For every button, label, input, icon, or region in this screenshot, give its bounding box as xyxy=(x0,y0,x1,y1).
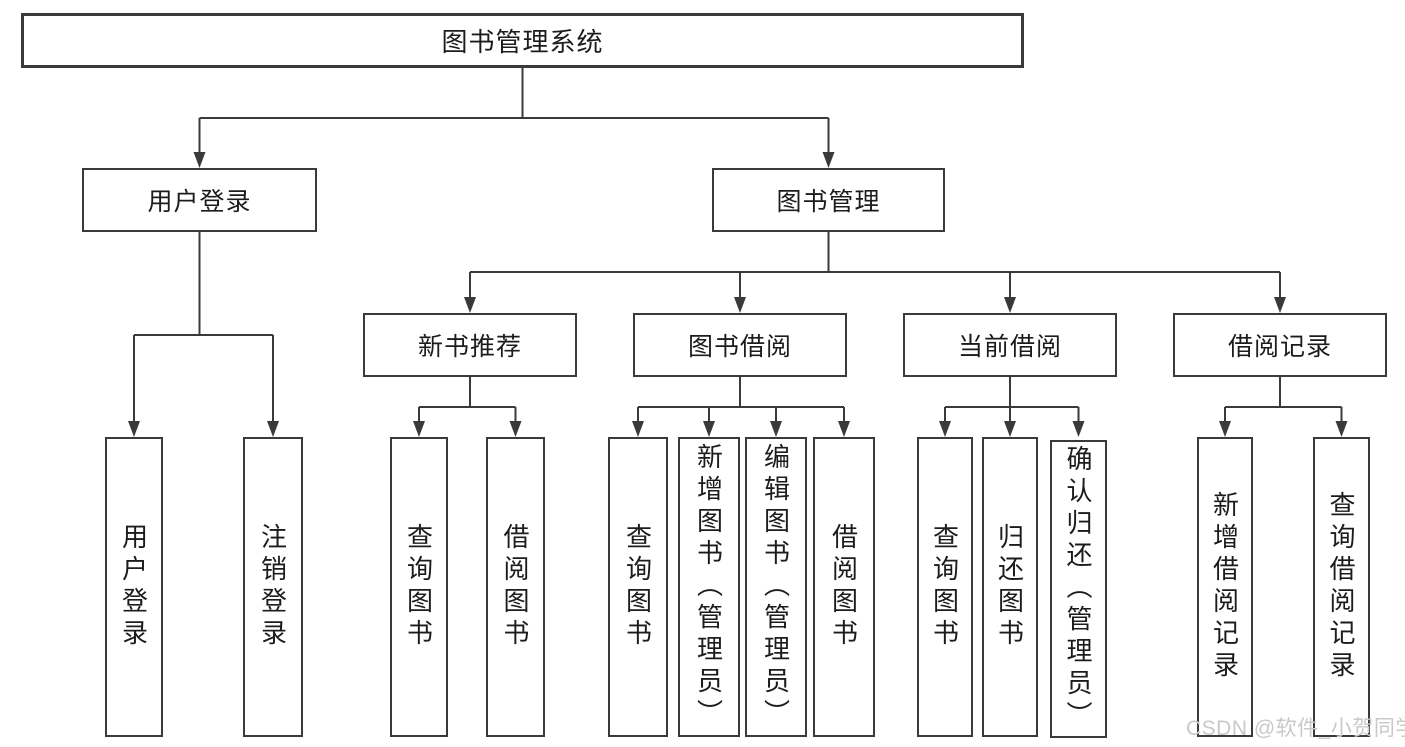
connector-newbook-to-leaves xyxy=(418,377,517,425)
node-user-login: 用户登录 xyxy=(82,168,317,232)
node-current-borrowing: 当前借阅 xyxy=(903,313,1117,377)
connector-bookmgmt-to-level3 xyxy=(469,232,1281,301)
arrowhead-icon xyxy=(1072,421,1085,437)
leaf-borrow-books-recommend: 借阅图书 xyxy=(486,437,545,737)
arrowhead-icon xyxy=(838,421,850,437)
leaf-return-books: 归还图书 xyxy=(982,437,1038,737)
node-library-management-system: 图书管理系统 xyxy=(21,13,1024,68)
arrowhead-icon xyxy=(1219,421,1231,437)
leaf-query-books-current: 查询图书 xyxy=(917,437,973,737)
arrowhead-icon xyxy=(128,421,140,437)
leaf-query-books-borrowing: 查询图书 xyxy=(608,437,668,737)
connector-userlogin-to-leaves xyxy=(133,232,274,425)
leaf-confirm-return-admin: 确认归还（管理员） xyxy=(1050,440,1107,738)
leaf-user-login: 用户登录 xyxy=(105,437,163,737)
connector-current-to-leaves xyxy=(944,377,1080,425)
connector-records-to-leaves xyxy=(1224,377,1343,425)
arrowhead-icon xyxy=(770,421,782,437)
leaf-query-books-recommend: 查询图书 xyxy=(390,437,448,737)
leaf-edit-books-admin: 编辑图书（管理员） xyxy=(745,437,807,737)
node-book-management: 图书管理 xyxy=(712,168,945,232)
connector-borrowing-to-leaves xyxy=(637,377,845,425)
arrowhead-icon xyxy=(464,297,476,313)
arrowhead-icon xyxy=(632,421,644,437)
arrowhead-icon xyxy=(413,421,425,437)
arrowhead-icon xyxy=(193,152,206,168)
csdn-watermark: CSDN @软件_小贺同学 xyxy=(1186,717,1405,740)
arrowhead-icon xyxy=(267,421,279,437)
arrowhead-icon xyxy=(1004,297,1016,313)
arrowhead-icon xyxy=(509,421,522,437)
arrowhead-icon xyxy=(1274,297,1286,313)
arrowhead-icon xyxy=(939,421,951,437)
leaf-query-borrow-record: 查询借阅记录 xyxy=(1313,437,1370,737)
arrowhead-icon xyxy=(1004,421,1016,437)
leaf-add-books-admin: 新增图书（管理员） xyxy=(678,437,740,737)
arrowhead-icon xyxy=(1335,421,1348,437)
node-borrowing-records: 借阅记录 xyxy=(1173,313,1387,377)
connector-root-to-level2 xyxy=(198,68,830,156)
leaf-borrow-books-borrowing: 借阅图书 xyxy=(813,437,875,737)
node-new-book-recommendation: 新书推荐 xyxy=(363,313,577,377)
arrowheads xyxy=(128,152,1348,437)
arrowhead-icon xyxy=(734,297,746,313)
leaf-logout-login: 注销登录 xyxy=(243,437,303,737)
node-book-borrowing: 图书借阅 xyxy=(633,313,847,377)
arrowhead-icon xyxy=(822,152,835,168)
leaf-add-borrow-record: 新增借阅记录 xyxy=(1197,437,1253,737)
arrowhead-icon xyxy=(703,421,715,437)
